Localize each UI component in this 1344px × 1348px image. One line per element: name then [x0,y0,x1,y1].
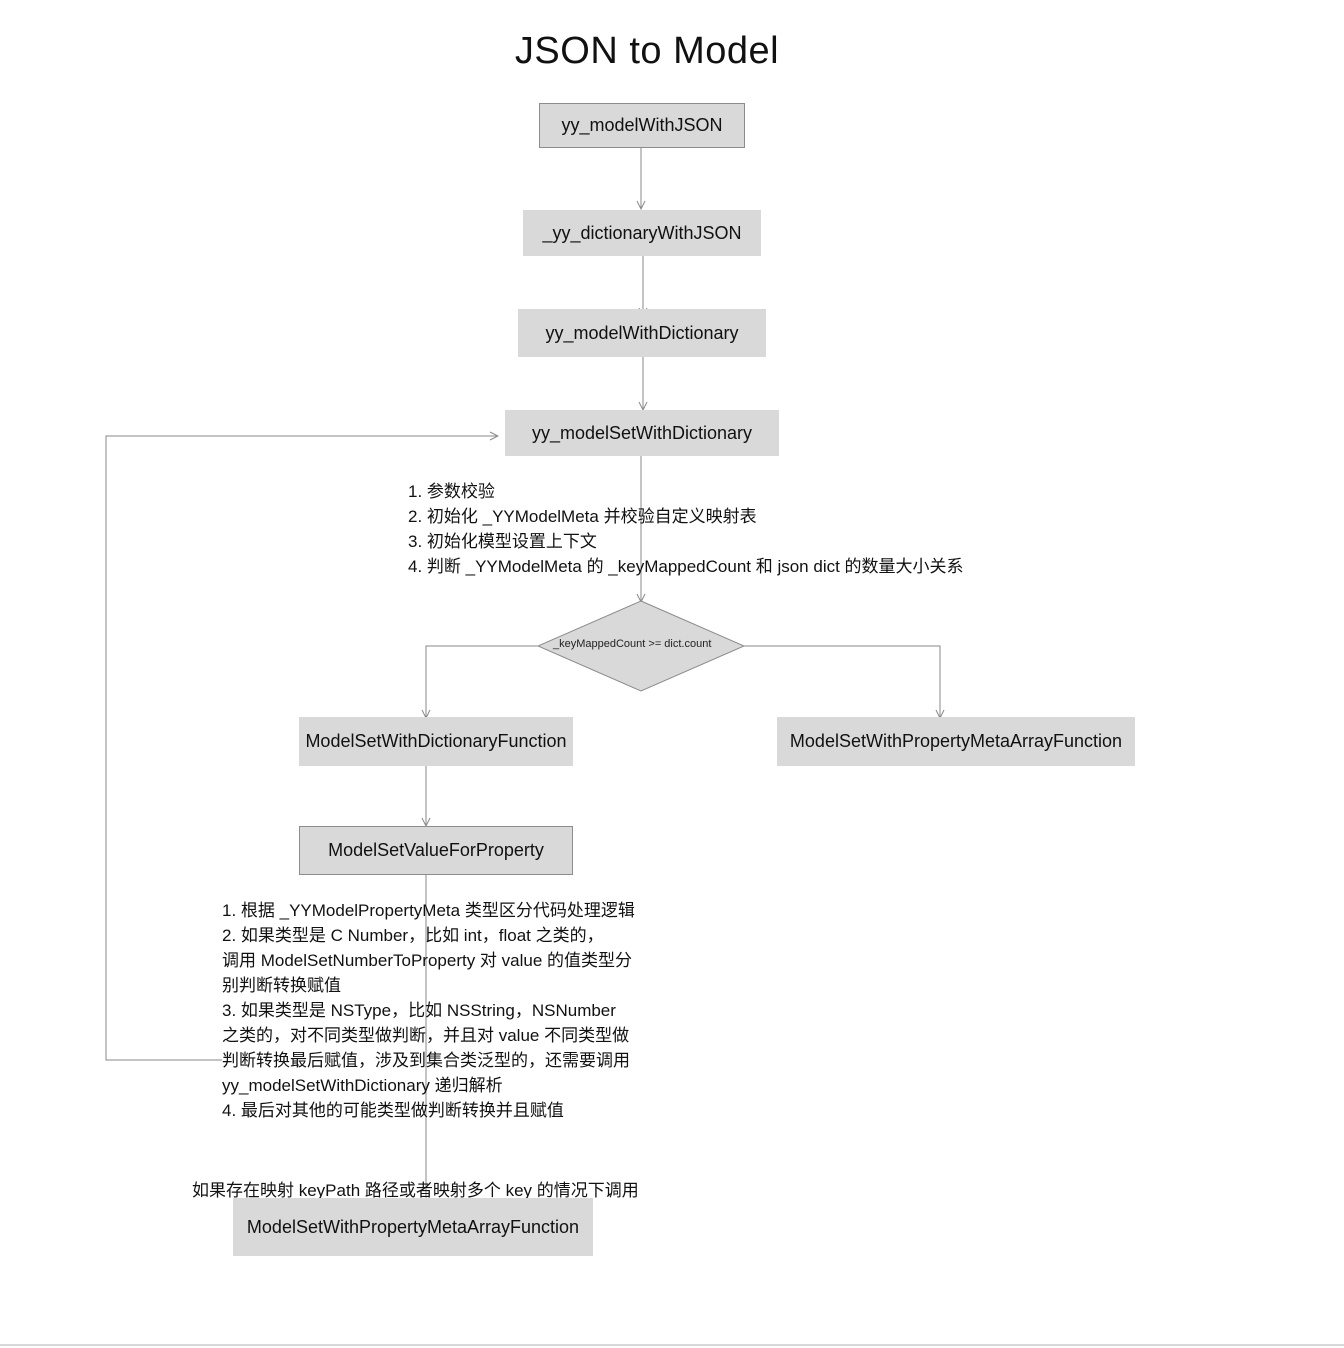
note-line: 2. 初始化 _YYModelMeta 并校验自定义映射表 [408,507,757,526]
note-set-with-dictionary-steps: 1. 参数校验 2. 初始化 _YYModelMeta 并校验自定义映射表 3.… [408,479,964,579]
decision-label: _keyMappedCount >= dict.count [553,638,712,650]
note-line: 2. 如果类型是 C Number，比如 int，float 之类的， [222,926,604,945]
note-line: 别判断转换赋值 [222,976,341,995]
node-dictionary-function: ModelSetWithDictionaryFunction [299,717,573,766]
node-set-value-for-property: ModelSetValueForProperty [299,826,573,875]
arrow-recursive-loop [105,436,498,1061]
note-line: yy_modelSetWithDictionary 递归解析 [222,1076,503,1095]
note-line: 之类的，对不同类型做判断，并且对 value 不同类型做 [222,1026,630,1045]
node-model-with-json: yy_modelWithJSON [539,103,745,148]
note-line: 3. 初始化模型设置上下文 [408,532,597,551]
arrow-decision-to-right [744,645,940,718]
note-line: 4. 最后对其他的可能类型做判断转换并且赋值 [222,1101,564,1120]
note-line: 判断转换最后赋值，涉及到集合类泛型的，还需要调用 [222,1051,630,1070]
decision-diamond [536,600,746,692]
node-model-with-dictionary: yy_modelWithDictionary [518,309,766,357]
node-dictionary-with-json: _yy_dictionaryWithJSON [523,210,761,256]
note-line: 1. 根据 _YYModelPropertyMeta 类型区分代码处理逻辑 [222,901,635,920]
node-property-meta-array-function-right: ModelSetWithPropertyMetaArrayFunction [777,717,1135,766]
arrow-decision-to-left [426,645,540,718]
node-property-meta-array-function-bottom: ModelSetWithPropertyMetaArrayFunction [233,1198,593,1256]
keypath-condition-label: 如果存在映射 keyPath 路径或者映射多个 key 的情况下调用 [192,1181,639,1200]
node-model-set-with-dictionary: yy_modelSetWithDictionary [505,410,779,456]
note-line: 调用 ModelSetNumberToProperty 对 value 的值类型… [222,951,633,970]
diagram-title: JSON to Model [514,30,780,72]
note-line: 1. 参数校验 [408,482,495,501]
page-bottom-divider [0,1344,1344,1346]
note-line: 3. 如果类型是 NSType，比如 NSString，NSNumber [222,1001,616,1020]
note-line: 4. 判断 _YYModelMeta 的 _keyMappedCount 和 j… [408,557,964,576]
note-set-value-steps: 1. 根据 _YYModelPropertyMeta 类型区分代码处理逻辑 2.… [222,898,635,1123]
